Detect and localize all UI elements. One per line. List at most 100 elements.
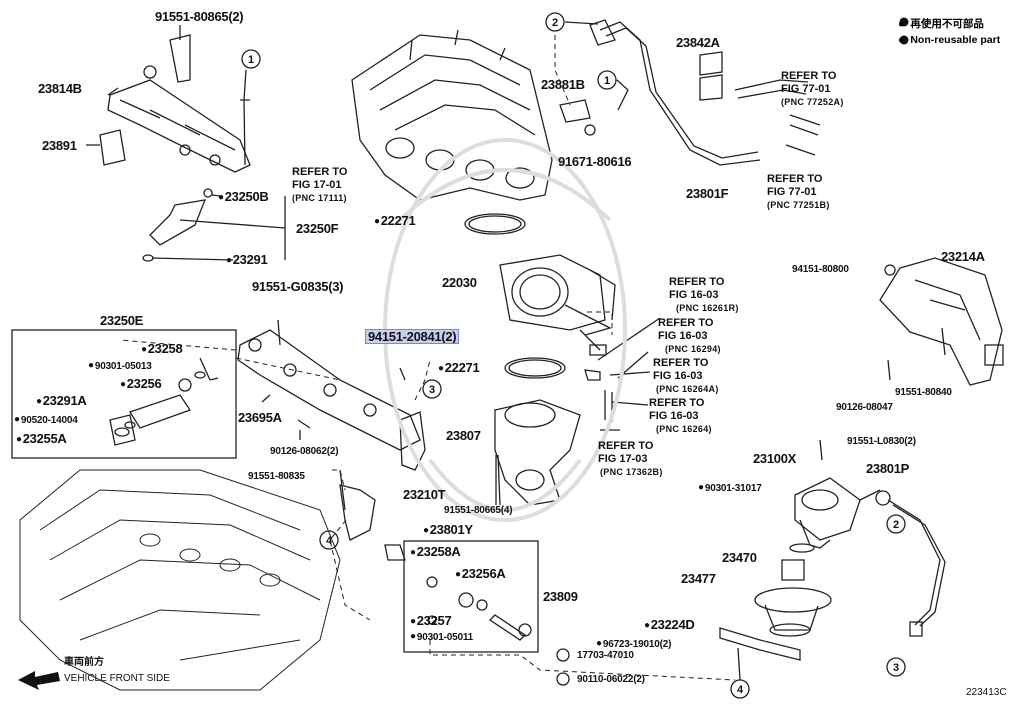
part-label[interactable]: 23470 (722, 550, 757, 565)
ref-pnc: (PNC 16294) (665, 344, 721, 354)
part-label[interactable]: 23210T (403, 487, 446, 502)
front-label-en: VEHICLE FRONT SIDE (64, 673, 170, 684)
part-label[interactable]: 23250E (100, 313, 144, 328)
part-label[interactable]: 96723-19010(2) (596, 639, 672, 650)
ref-line1: REFER TO (781, 70, 837, 82)
legend-nonreusable-jp: 再使用不可部品 (898, 16, 984, 31)
ref-pnc: (PNC 16264A) (656, 384, 719, 394)
part-label[interactable]: 23291 (226, 253, 268, 266)
gasket-22271-top (464, 213, 526, 235)
ref-line2[interactable]: FIG 16-03 (658, 330, 708, 342)
ref-line2[interactable]: FIG 16-03 (653, 370, 703, 382)
part-label[interactable]: 23881B (541, 77, 585, 92)
intake-manifold-drawing (351, 29, 553, 201)
part-label[interactable]: 23801P (866, 461, 910, 476)
part-label[interactable]: 23255A (16, 432, 67, 445)
part-label[interactable]: 22271 (438, 361, 480, 374)
part-label[interactable]: 91551-80665(4) (444, 505, 513, 516)
part-label[interactable]: 23842A (676, 35, 720, 50)
callout-circles (241, 12, 906, 699)
ref-line2[interactable]: FIG 16-03 (649, 410, 699, 422)
ref-line2[interactable]: FIG 77-01 (767, 186, 817, 198)
callout-3-b: 3 (893, 662, 899, 674)
ref-line1: REFER TO (669, 276, 725, 288)
bracket-23214A-drawing (879, 257, 1004, 386)
part-label[interactable]: 23801Y (423, 523, 473, 536)
ref-pnc: (PNC 77251B) (767, 200, 830, 210)
injector-group-drawing (109, 357, 219, 446)
part-label[interactable]: 23807 (446, 428, 481, 443)
ref-pnc: (PNC 77252A) (781, 97, 844, 107)
part-label[interactable]: 90520-14004 (14, 415, 78, 426)
callout-1-b: 1 (604, 75, 610, 87)
part-label[interactable]: 23814B (38, 81, 82, 96)
fuel-rail-upper-drawing (99, 34, 251, 262)
fuel-pump-23100X-drawing (789, 439, 946, 637)
callout-3-a: 3 (429, 384, 435, 396)
part-label[interactable]: 91551-L0830(2) (847, 436, 916, 447)
intake-elbow-drawing (494, 399, 581, 506)
part-label[interactable]: 23250B (218, 190, 269, 203)
figure-code: 223413C (966, 687, 1007, 698)
part-label[interactable]: 23695A (238, 410, 282, 425)
part-label[interactable]: 23258 (141, 342, 183, 355)
callout-4-a: 4 (326, 535, 333, 547)
part-label[interactable]: 90301-05011 (410, 632, 473, 643)
ref-line2[interactable]: FIG 17-03 (598, 453, 648, 465)
legend-nonreusable-en: Non-reusable part (898, 34, 1000, 46)
part-label[interactable]: 91551-80835 (248, 471, 305, 482)
part-label[interactable]: 91551-80840 (895, 387, 952, 398)
part-label[interactable]: 23257 (410, 614, 452, 627)
part-label[interactable]: 91671-80616 (558, 154, 632, 169)
part-label[interactable]: 23100X (753, 451, 797, 466)
follower-23470 (781, 559, 805, 581)
ref-pnc: (PNC 16261R) (676, 303, 739, 313)
part-label[interactable]: 90110-06022(2) (577, 674, 645, 685)
part-label-highlighted[interactable]: 94151-20841(2) (364, 329, 460, 344)
part-label[interactable]: 22271 (374, 214, 416, 227)
part-label[interactable]: 90126-08062(2) (270, 446, 339, 457)
ref-line1: REFER TO (767, 173, 823, 185)
part-label[interactable]: 23224D (644, 618, 695, 631)
part-label[interactable]: 23214A (941, 249, 985, 264)
ref-line2[interactable]: FIG 16-03 (669, 289, 719, 301)
part-label[interactable]: 23809 (543, 589, 578, 604)
callout-2-a: 2 (552, 17, 558, 29)
gasket-23224D-drawing (719, 627, 801, 661)
part-label[interactable]: 23256A (455, 567, 506, 580)
part-label[interactable]: 90301-31017 (698, 483, 762, 494)
ref-line1: REFER TO (658, 317, 714, 329)
ref-pnc: (PNC 17111) (292, 193, 347, 203)
part-label[interactable]: 90126-08047 (836, 402, 893, 413)
callout-2-b: 2 (893, 519, 899, 531)
part-label[interactable]: 23801F (686, 186, 729, 201)
ref-pnc: (PNC 17362B) (600, 467, 663, 477)
part-label[interactable]: 91551-G0835(3) (252, 279, 344, 294)
ref-line2[interactable]: FIG 77-01 (781, 83, 831, 95)
group-box-23250E (11, 329, 237, 459)
part-label[interactable]: 23891 (42, 138, 77, 153)
part-label[interactable]: 17703-47010 (577, 650, 634, 661)
brackets-lower-drawing (339, 469, 570, 686)
ref-line2[interactable]: FIG 17-01 (292, 179, 342, 191)
vehicle-front-arrow-icon (18, 671, 60, 690)
throttle-body-22030-drawing (499, 254, 616, 356)
part-label[interactable]: 23291A (36, 394, 87, 407)
part-label[interactable]: 22030 (442, 275, 477, 290)
callout-4-b: 4 (737, 684, 744, 696)
part-label[interactable]: 23258A (410, 545, 461, 558)
ref-line1: REFER TO (292, 166, 348, 178)
part-label[interactable]: 23477 (681, 571, 716, 586)
part-label[interactable]: 23250F (296, 221, 339, 236)
part-label[interactable]: 94151-80800 (792, 264, 849, 275)
engine-block-drawing (19, 469, 341, 691)
ref-line1: REFER TO (653, 357, 709, 369)
front-label-jp: 車両前方 (64, 657, 104, 668)
ref-line1: REFER TO (598, 440, 654, 452)
fuel-pipe-23801F-drawing (559, 19, 821, 166)
part-label[interactable]: 91551-80865(2) (155, 9, 244, 24)
part-label[interactable]: 23256 (120, 377, 162, 390)
ref-pnc: (PNC 16264) (656, 424, 712, 434)
part-label[interactable]: 90301-05013 (88, 361, 152, 372)
ref-line1: REFER TO (649, 397, 705, 409)
